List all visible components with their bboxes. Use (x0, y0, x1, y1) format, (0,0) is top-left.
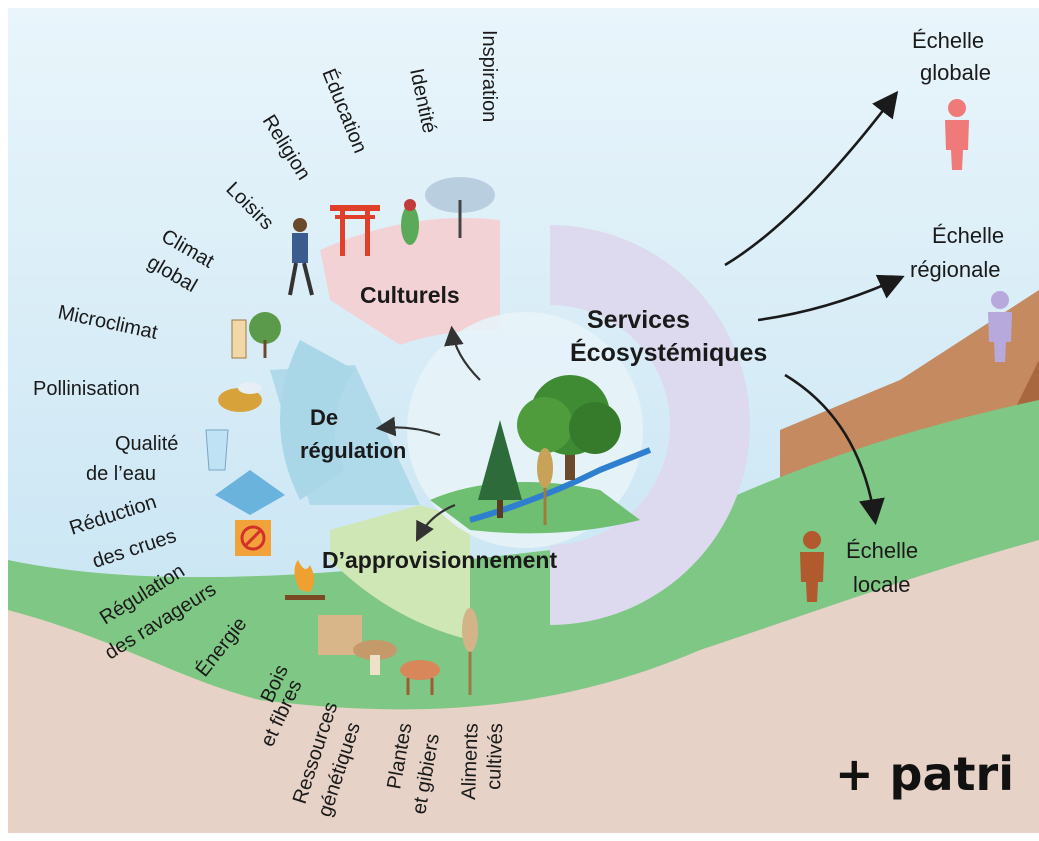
bird-icon (401, 199, 419, 245)
person-local-icon (800, 531, 824, 602)
hiker-icon (288, 218, 314, 296)
torii-gate-icon (330, 205, 380, 256)
bare-tree-icon (425, 177, 495, 238)
flood-icon (215, 470, 285, 515)
person-global-icon (945, 99, 969, 170)
label-echelle-locale-line2: locale (853, 572, 910, 597)
wheat-ear-icon (462, 608, 478, 695)
label-inspiration: Inspiration (478, 30, 500, 122)
person-regional-icon (988, 291, 1012, 362)
label-aliments-line1: Aliments (458, 723, 483, 800)
label-echelle-locale-line1: Échelle (846, 538, 918, 563)
services-title-line2: Écosystémiques (570, 338, 767, 367)
thermometer-tree-icon (231, 312, 281, 359)
arrow-to-local (784, 373, 885, 526)
regulation-title-line2: régulation (300, 438, 406, 463)
mushroom-icon (353, 640, 397, 675)
river-icon (469, 447, 652, 523)
regulation-sector-body (270, 365, 420, 505)
tree-icon (517, 375, 621, 480)
label-echelle-globale-line2: globale (920, 60, 991, 85)
wheat-icon (537, 448, 553, 525)
bee-icon (218, 382, 262, 412)
approvisionnement-sector (330, 505, 470, 640)
pest-control-icon (235, 520, 271, 556)
ground (8, 540, 1039, 833)
water-glass-icon (205, 429, 229, 471)
regulation-title-line1: De (310, 405, 338, 430)
culturels-title: Culturels (360, 282, 460, 308)
label-echelle-globale-line1: Échelle (912, 28, 984, 53)
approvisionnement-title: D’approvisionnement (322, 547, 557, 573)
deer-icon (400, 660, 440, 695)
arrow-to-approvisionnement (415, 503, 456, 542)
label-echelle-regionale-line2: régionale (910, 257, 1001, 282)
label-qualite-line1: Qualité (115, 433, 178, 455)
campfire-icon (285, 560, 325, 600)
arrow-to-regulation (375, 416, 441, 437)
label-pollinisation: Pollinisation (33, 378, 140, 400)
label-aliments-line2: cultivés (483, 723, 507, 790)
pine-tree-icon (478, 420, 522, 518)
arrow-to-global (724, 90, 899, 267)
arrow-to-culturels (444, 325, 481, 381)
label-qualite-line2: de l’eau (86, 463, 156, 485)
arrow-to-regional (757, 274, 905, 322)
patrimoine-overlay-text: + patri (835, 747, 1014, 801)
label-echelle-regionale-line1: Échelle (932, 223, 1004, 248)
services-title-line1: Services (587, 306, 690, 334)
services-ring (550, 225, 750, 625)
